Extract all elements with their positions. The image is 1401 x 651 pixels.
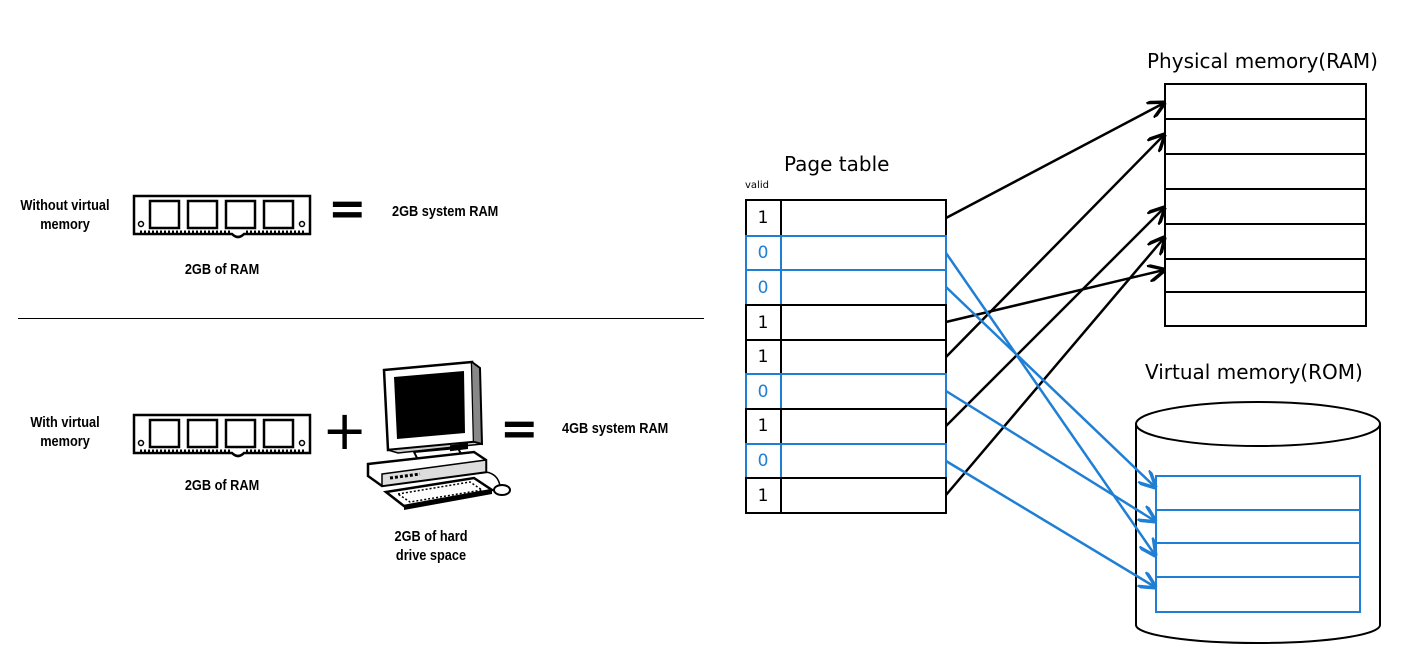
result-2gb-system-ram: 2GB system RAM bbox=[392, 203, 499, 220]
hard-drive-caption: 2GB of hard drive space bbox=[394, 528, 468, 564]
with-virtual-memory-label: With virtual memory bbox=[30, 414, 100, 450]
ram-module-icon bbox=[132, 413, 312, 458]
physical-memory-title: Physical memory(RAM) bbox=[1147, 49, 1378, 73]
valid-bit: 0 bbox=[757, 382, 769, 402]
valid-bit: 1 bbox=[757, 208, 769, 228]
page-table-rows bbox=[745, 199, 947, 514]
plus-sign: + bbox=[322, 399, 368, 462]
valid-bit: 1 bbox=[757, 313, 769, 333]
result-4gb-system-ram: 4GB system RAM bbox=[562, 420, 669, 437]
virtual-memory-title: Virtual memory(ROM) bbox=[1145, 360, 1363, 384]
equals-sign: = bbox=[500, 401, 539, 455]
ram-module-icon bbox=[132, 194, 312, 239]
ram-caption: 2GB of RAM bbox=[184, 477, 260, 494]
desktop-computer-icon bbox=[366, 360, 511, 510]
page-table-title: Page table bbox=[784, 152, 890, 176]
physical-memory-frames bbox=[1164, 83, 1367, 327]
physical-mapping-arrows bbox=[945, 103, 1164, 496]
without-virtual-memory-label: Without virtual memory bbox=[20, 197, 110, 233]
valid-bit: 0 bbox=[757, 243, 769, 263]
disk-cylinder-icon bbox=[1135, 401, 1381, 644]
valid-bit: 1 bbox=[757, 347, 769, 367]
valid-bit: 1 bbox=[757, 416, 769, 436]
valid-bit: 1 bbox=[757, 486, 769, 506]
valid-bit: 0 bbox=[757, 278, 769, 298]
disk-mapping-arrows bbox=[944, 252, 1155, 587]
divider bbox=[18, 318, 704, 319]
valid-bit: 0 bbox=[757, 451, 769, 471]
equals-sign: = bbox=[328, 181, 367, 235]
ram-caption: 2GB of RAM bbox=[184, 261, 260, 278]
valid-column-header: valid bbox=[745, 180, 769, 191]
